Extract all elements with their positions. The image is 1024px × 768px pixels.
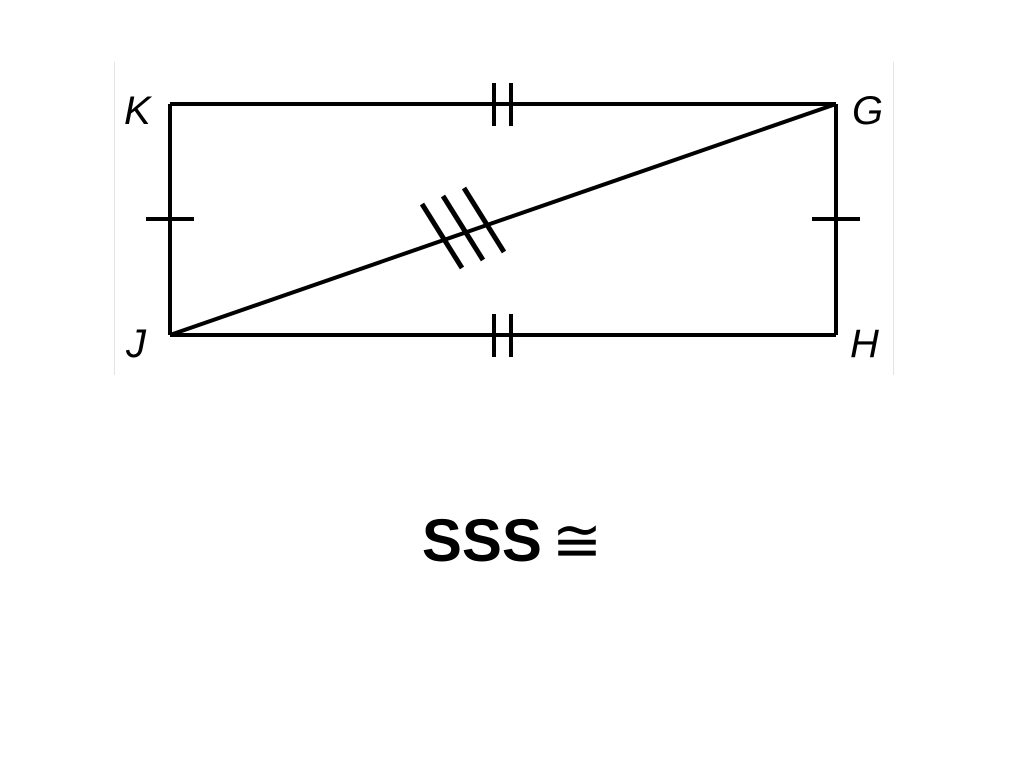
vertex-label-j: J — [125, 322, 147, 366]
tick-marks-kg — [492, 83, 513, 126]
vertex-label-k: K — [124, 89, 153, 133]
vertex-label-g: G — [852, 89, 883, 133]
postulate-label: SSS — [421, 507, 542, 574]
tick-marks-jg — [419, 186, 507, 270]
congruent-symbol: ≅ — [551, 507, 603, 574]
vertex-label-h: H — [850, 322, 879, 366]
tick-marks-jh — [492, 314, 513, 357]
diagram-panel: K G J H — [114, 62, 894, 375]
caption: SSS≅ — [0, 506, 1024, 576]
rectangle-kghj-diagram: K G J H — [124, 83, 883, 366]
diagonal-jg — [169, 102, 837, 337]
